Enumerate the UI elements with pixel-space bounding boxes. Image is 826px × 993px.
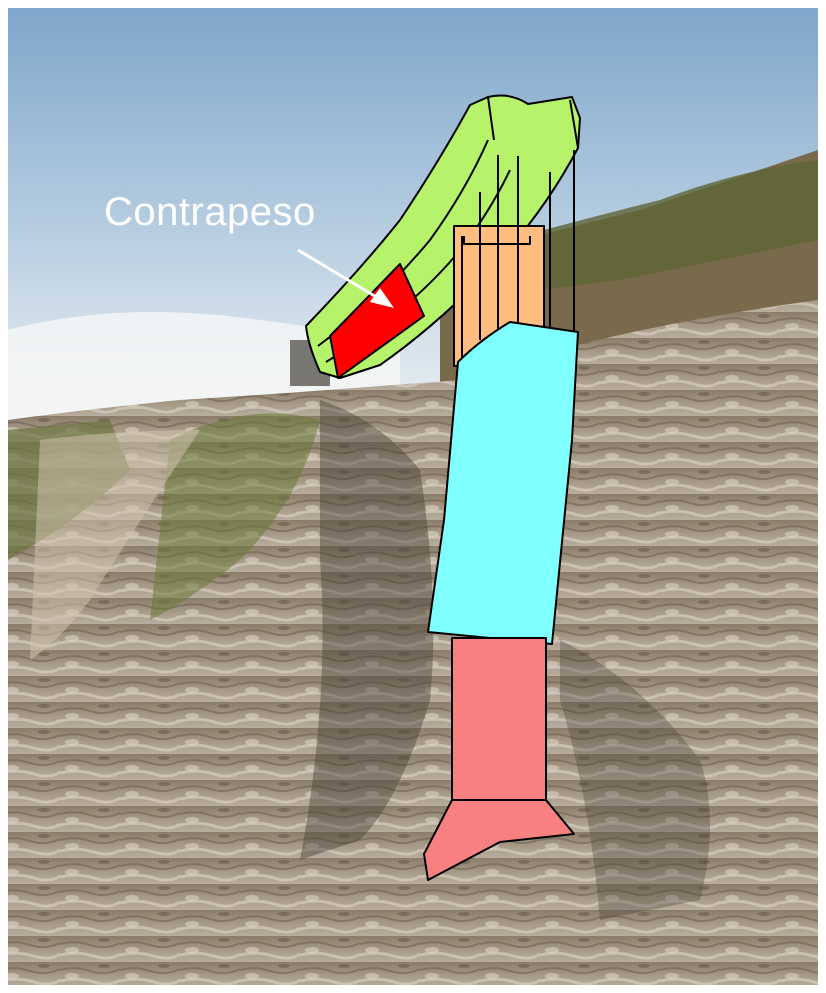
counterweight-label: Contrapeso: [104, 190, 316, 235]
photo-background: [8, 8, 818, 985]
lower-column: [452, 638, 546, 800]
